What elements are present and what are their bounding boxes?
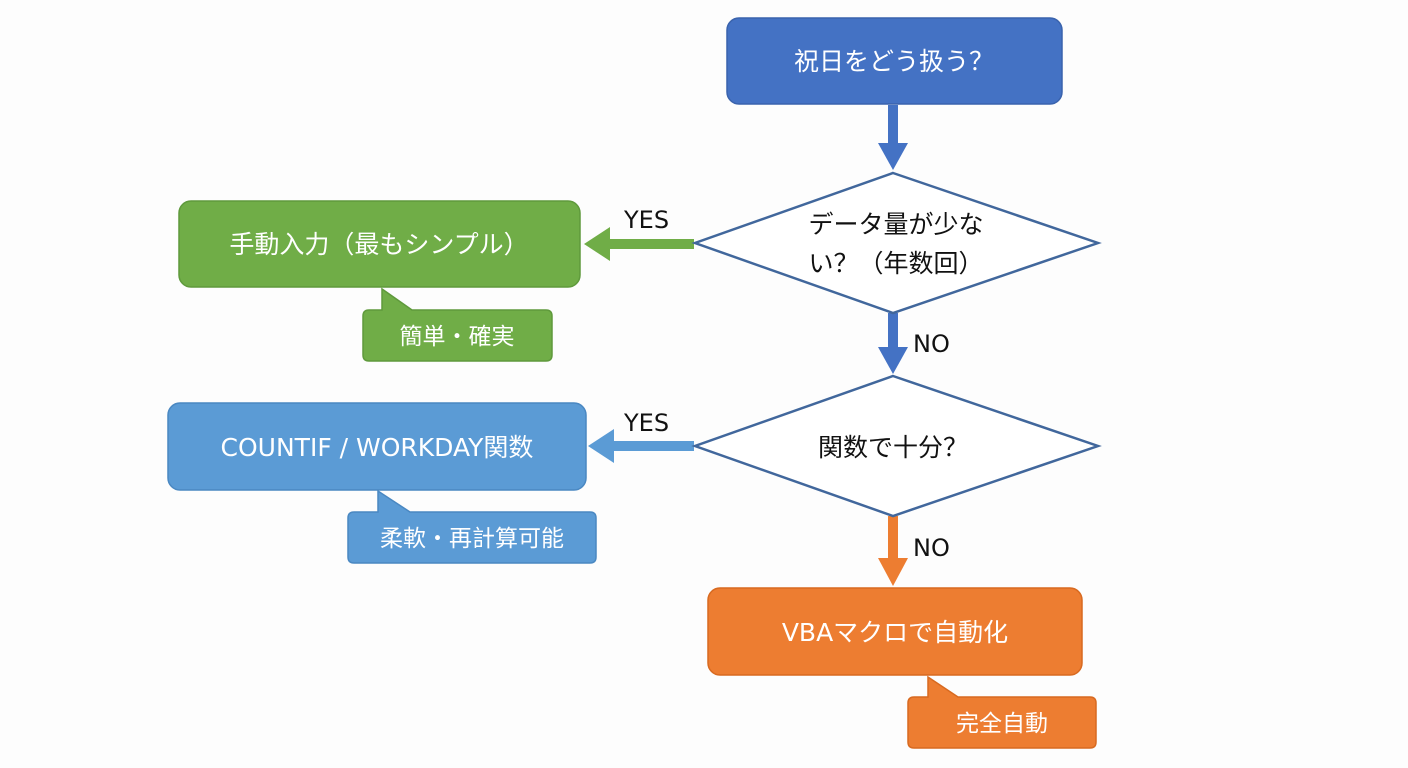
decision-node-1-line2: い？（年数回）	[808, 249, 983, 278]
edge-label-no-1: NO	[913, 330, 950, 358]
result-vba-label: VBAマクロで自動化	[782, 618, 1008, 647]
callout-function-text: 柔軟・再計算可能	[380, 526, 564, 552]
arrow-decision2-no	[878, 516, 908, 586]
callout-function: 柔軟・再計算可能	[347, 489, 597, 564]
edge-label-yes-2: YES	[623, 409, 669, 437]
result-manual: 手動入力（最もシンプル）	[178, 200, 581, 288]
arrow-decision2-yes	[588, 429, 694, 463]
edge-label-yes-1: YES	[623, 206, 669, 234]
result-vba: VBAマクロで自動化	[707, 587, 1083, 676]
decision-node-2: 関数で十分？	[691, 374, 1102, 518]
result-function: COUNTIF / WORKDAY関数	[167, 402, 587, 491]
result-manual-label: 手動入力（最もシンプル）	[229, 230, 528, 259]
callout-manual: 簡単・確実	[362, 287, 553, 362]
decision-node-1-line1: データ量が少な	[808, 210, 983, 239]
edge-label-no-2: NO	[913, 534, 950, 562]
result-function-label: COUNTIF / WORKDAY関数	[221, 433, 534, 462]
start-node-label: 祝日をどう扱う？	[794, 47, 994, 76]
callout-manual-text: 簡単・確実	[400, 324, 515, 350]
decision-node-2-label: 関数で十分？	[818, 433, 968, 462]
callout-vba: 完全自動	[907, 675, 1097, 749]
arrow-decision1-yes	[584, 227, 694, 261]
callout-vba-text: 完全自動	[956, 711, 1048, 737]
start-node: 祝日をどう扱う？	[726, 17, 1063, 105]
arrow-decision1-no	[878, 313, 908, 374]
arrow-start-to-decision1	[878, 105, 908, 170]
decision-node-1: データ量が少な い？（年数回）	[691, 171, 1102, 315]
